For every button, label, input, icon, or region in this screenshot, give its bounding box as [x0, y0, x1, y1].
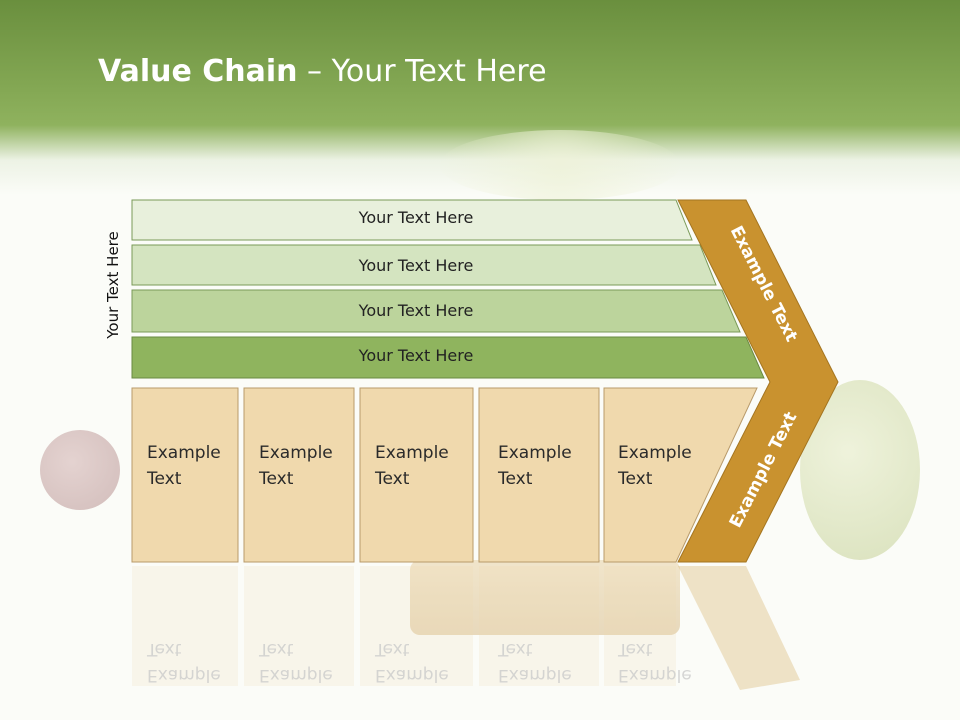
- chevron: [677, 199, 839, 563]
- barrel-decoration: [410, 560, 680, 635]
- bar-label-1: Your Text Here: [358, 208, 474, 227]
- box-1: [131, 387, 239, 563]
- reflection: [132, 566, 676, 686]
- bar-1: [131, 199, 693, 241]
- bar-label-3: Your Text Here: [358, 301, 474, 320]
- chevron-reflection: [678, 566, 800, 690]
- box-3: [359, 387, 474, 563]
- box-2: [243, 387, 355, 563]
- grape-decoration: [440, 130, 680, 200]
- grape-decoration: [40, 430, 120, 510]
- bar-label-4: Your Text Here: [358, 346, 474, 365]
- page-title: Value Chain – Your Text Here: [98, 54, 547, 89]
- box-5: [603, 387, 758, 563]
- bar-2: [131, 244, 717, 286]
- bar-4: [131, 336, 765, 379]
- bar-label-2: Your Text Here: [358, 256, 474, 275]
- bar-3: [131, 289, 741, 333]
- box-4: [478, 387, 600, 563]
